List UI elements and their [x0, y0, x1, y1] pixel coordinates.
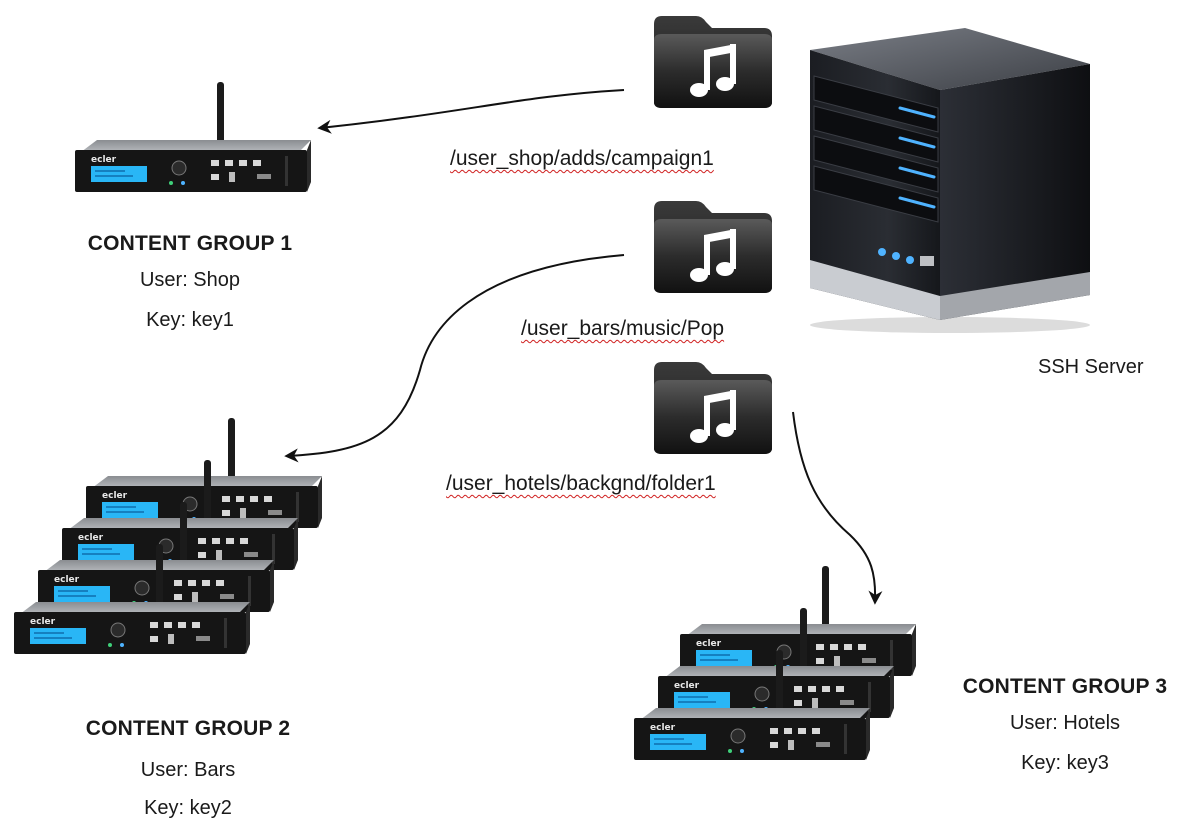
group-key: Key: key2: [144, 797, 232, 819]
arrow-folder1-to-group1: [317, 89, 625, 134]
arrow-folder3-to-group3: [792, 411, 883, 605]
music-folder-icon: [652, 195, 774, 295]
group-key: Key: key3: [1021, 752, 1109, 774]
folder-path-label: /user_bars/music/Pop: [521, 317, 725, 340]
media-player-stack-icon: [13, 418, 323, 655]
media-player-stack-icon: [633, 566, 917, 761]
server-icon: [810, 28, 1090, 333]
music-folder-icon: [652, 10, 774, 110]
group-title: CONTENT GROUP 3: [962, 675, 1168, 698]
folder-path-label: /user_hotels/backgnd/folder1: [446, 472, 716, 495]
server-label: SSH Server: [1038, 356, 1144, 378]
media-player-device-icon: [74, 81, 312, 193]
group-user: User: Hotels: [1009, 712, 1121, 734]
group-title: CONTENT GROUP 2: [85, 717, 291, 740]
arrow-folder2-to-group2: [284, 254, 625, 463]
music-folder-icon: [652, 356, 774, 456]
group-key: Key: key1: [146, 309, 234, 331]
group-user: User: Bars: [140, 759, 236, 781]
folder-path-label: /user_shop/adds/campaign1: [450, 147, 714, 170]
group-title: CONTENT GROUP 1: [87, 232, 293, 255]
group-user: User: Shop: [139, 269, 241, 291]
